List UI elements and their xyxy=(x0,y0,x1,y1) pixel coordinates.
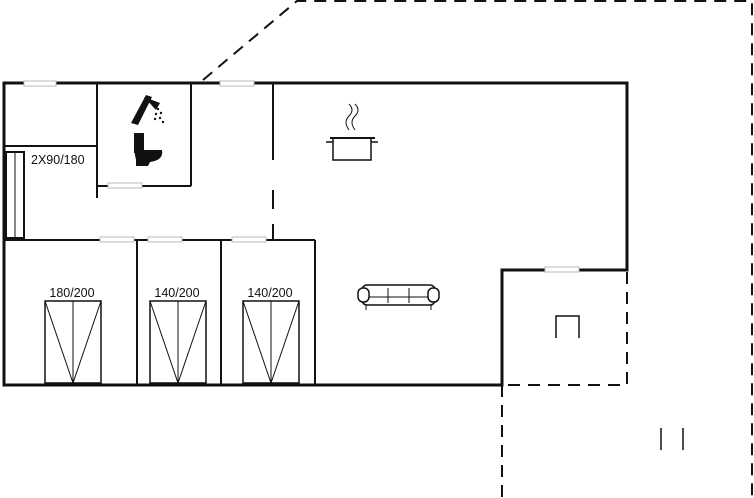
bunk-bed-label: 2X90/180 xyxy=(31,153,85,167)
bed-2-label: 140/200 xyxy=(154,286,199,300)
bed-1-label: 180/200 xyxy=(49,286,94,300)
sofa-icon xyxy=(357,284,440,310)
bed-1 xyxy=(44,300,102,384)
door-openings xyxy=(94,160,278,230)
chair-icon xyxy=(555,315,580,338)
bed-3 xyxy=(242,300,300,384)
shower-icon xyxy=(131,95,165,125)
toilet-icon xyxy=(134,133,163,166)
windows xyxy=(23,80,580,273)
exterior-walls xyxy=(2,81,629,387)
outdoor-dashed-outline xyxy=(202,0,753,498)
cooking-pot-icon xyxy=(326,103,378,161)
bed-3-label: 140/200 xyxy=(247,286,292,300)
bed-2 xyxy=(149,300,207,384)
outdoor-marks xyxy=(660,428,684,450)
